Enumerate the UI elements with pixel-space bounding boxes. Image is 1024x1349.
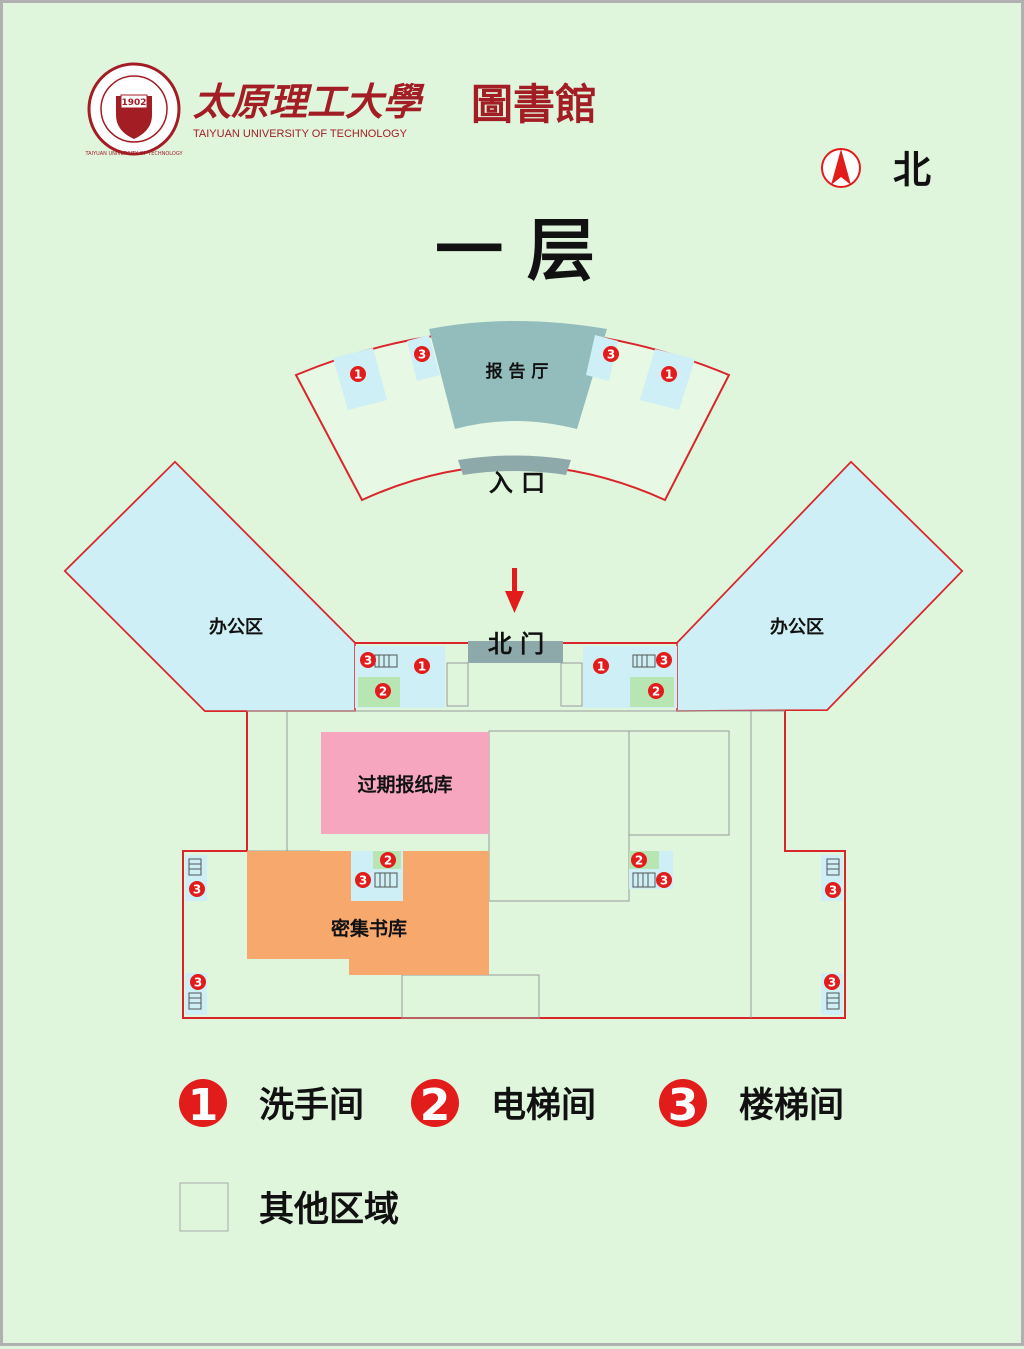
room-entrance: 入 口 bbox=[489, 469, 545, 497]
stairs-marker-circle bbox=[189, 881, 205, 897]
room-report-hall: 报 告 厅 bbox=[486, 361, 549, 382]
seal-ring-text: TAIYUAN UNIVERSITY OF TECHNOLOGY bbox=[84, 151, 183, 157]
stairs-marker-number: 3 bbox=[829, 884, 837, 898]
room-north-gate: 北 门 bbox=[488, 630, 544, 658]
stairs-marker: 3 bbox=[824, 974, 840, 990]
legend-item-stairs: 3 楼梯间 bbox=[659, 1079, 844, 1131]
elevator-marker-number: 2 bbox=[652, 685, 660, 699]
stairs-marker-circle bbox=[355, 872, 371, 888]
stairs-marker: 3 bbox=[825, 882, 841, 898]
compass-label: 北 bbox=[893, 148, 931, 192]
elevator-marker-number: 2 bbox=[384, 854, 392, 868]
stairs-marker: 3 bbox=[656, 652, 672, 668]
stairs-marker: 3 bbox=[360, 652, 376, 668]
legend-label-elevator: 电梯间 bbox=[491, 1086, 596, 1126]
restroom-marker-circle bbox=[350, 366, 366, 382]
library-name: 圖書館 bbox=[471, 80, 597, 129]
stairs-marker: 3 bbox=[603, 346, 619, 362]
room-office-left: 办公区 bbox=[209, 616, 263, 638]
stairs-marker-number: 3 bbox=[828, 976, 836, 990]
stairs-marker-number: 3 bbox=[607, 348, 615, 362]
entrance-arrow-icon bbox=[505, 568, 524, 613]
restroom-marker-number: 1 bbox=[597, 660, 605, 674]
stairs-marker-number: 3 bbox=[660, 654, 668, 668]
floor-title: 一 层 bbox=[435, 212, 595, 291]
stairs-marker-number: 3 bbox=[193, 883, 201, 897]
legend-item-elevator: 2 电梯间 bbox=[411, 1079, 596, 1131]
room-office-right: 办公区 bbox=[770, 616, 824, 638]
university-seal: 1902 TAIYUAN UNIVERSITY OF TECHNOLOGY bbox=[84, 62, 183, 157]
stairs-marker: 3 bbox=[190, 974, 206, 990]
legend-badge-number: 1 bbox=[188, 1080, 219, 1131]
stairs-marker-circle bbox=[656, 652, 672, 668]
stairs-marker-number: 3 bbox=[359, 874, 367, 888]
restroom-marker-circle bbox=[661, 366, 677, 382]
elevator-marker-circle bbox=[375, 683, 391, 699]
elevator-marker-circle bbox=[631, 852, 647, 868]
restroom-marker-number: 1 bbox=[354, 368, 362, 382]
legend-swatch-other bbox=[179, 1182, 229, 1232]
restroom-marker-circle bbox=[414, 658, 430, 674]
restroom-marker-number: 1 bbox=[665, 368, 673, 382]
floor-map-canvas: 1902 TAIYUAN UNIVERSITY OF TECHNOLOGY 太原… bbox=[63, 62, 964, 1232]
stairs-marker-circle bbox=[656, 872, 672, 888]
elevator-marker: 2 bbox=[648, 683, 664, 699]
stairs-marker: 3 bbox=[656, 872, 672, 888]
room-newspaper-storage: 过期报纸库 bbox=[357, 773, 452, 796]
stairs-marker: 3 bbox=[189, 881, 205, 897]
legend-item-restroom: 1 洗手间 bbox=[179, 1079, 364, 1131]
stairs-marker: 3 bbox=[355, 872, 371, 888]
legend-badge-number: 2 bbox=[420, 1080, 451, 1131]
stairs-marker-circle bbox=[825, 882, 841, 898]
stairs-marker-number: 3 bbox=[194, 976, 202, 990]
legend: 1 洗手间 2 电梯间 3 楼梯间 其他区域 bbox=[179, 1079, 844, 1232]
elevator-marker-circle bbox=[380, 852, 396, 868]
facility-markers: 1 3 3 1 3 1 2 3 1 2 2 3 2 3 3 3 3 3 bbox=[189, 346, 841, 990]
elevator-marker-circle bbox=[648, 683, 664, 699]
stairs-marker-circle bbox=[360, 652, 376, 668]
restroom-marker: 1 bbox=[661, 366, 677, 382]
room-compact-storage: 密集书库 bbox=[331, 917, 407, 940]
elevator-marker: 2 bbox=[380, 852, 396, 868]
stairs-marker-number: 3 bbox=[660, 874, 668, 888]
restroom-marker-circle bbox=[593, 658, 609, 674]
north-arrow-icon bbox=[821, 148, 861, 188]
restroom-marker: 1 bbox=[593, 658, 609, 674]
university-name-en: TAIYUAN UNIVERSITY OF TECHNOLOGY bbox=[193, 128, 408, 140]
stairs-marker-circle bbox=[190, 974, 206, 990]
legend-label-stairs: 楼梯间 bbox=[739, 1086, 844, 1126]
legend-badge-number: 3 bbox=[668, 1080, 699, 1131]
main-building bbox=[63, 460, 964, 1019]
restroom-marker-number: 1 bbox=[418, 660, 426, 674]
stairs-marker-circle bbox=[603, 346, 619, 362]
elevator-marker-number: 2 bbox=[379, 685, 387, 699]
stairs-marker-circle bbox=[824, 974, 840, 990]
elevator-marker: 2 bbox=[631, 852, 647, 868]
lecture-hall-building bbox=[294, 321, 731, 502]
legend-label-restroom: 洗手间 bbox=[259, 1086, 364, 1126]
stairs-marker-number: 3 bbox=[418, 348, 426, 362]
stairs-marker-circle bbox=[414, 346, 430, 362]
restroom-marker: 1 bbox=[414, 658, 430, 674]
legend-item-other: 其他区域 bbox=[179, 1182, 399, 1232]
legend-label-other: 其他区域 bbox=[259, 1190, 399, 1230]
stairs-marker-number: 3 bbox=[364, 654, 372, 668]
restroom-marker: 1 bbox=[350, 366, 366, 382]
university-name-cn: 太原理工大學 bbox=[193, 79, 425, 124]
elevator-marker-number: 2 bbox=[635, 854, 643, 868]
elevator-marker: 2 bbox=[375, 683, 391, 699]
stairs-marker: 3 bbox=[414, 346, 430, 362]
seal-year: 1902 bbox=[121, 98, 146, 108]
